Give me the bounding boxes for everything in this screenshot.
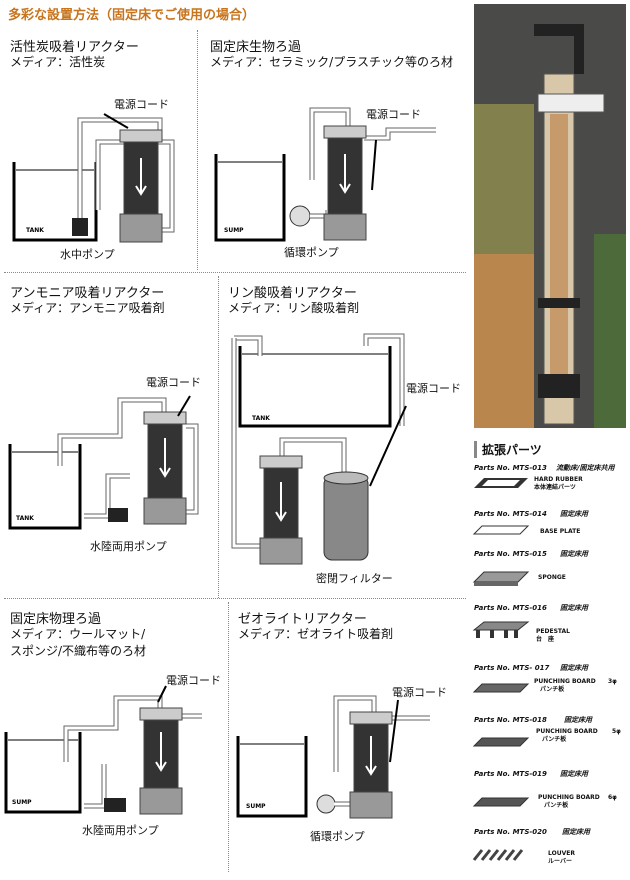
part-number: Parts No. MTS-015	[474, 550, 547, 558]
part-desc: SPONGE	[538, 574, 566, 581]
pump-label: 密閉フィルター	[316, 572, 393, 585]
panel-title: リン酸吸着リアクター	[228, 286, 357, 301]
panel-title: 固定床生物ろ過	[210, 40, 302, 55]
pump-label: 水陸両用ポンプ	[90, 540, 167, 553]
part-number: Parts No. MTS-013	[474, 464, 547, 472]
pump-label: 水中ポンプ	[60, 248, 115, 261]
part-desc: HARD RUBBER	[534, 476, 583, 483]
part-number: Parts No. MTS-018	[474, 716, 547, 724]
svg-text:SUMP: SUMP	[246, 803, 266, 810]
panel-media: メディア：セラミック/プラスチック等のろ材	[210, 55, 453, 69]
part-desc: PEDESTAL	[536, 628, 570, 635]
svg-text:TANK: TANK	[26, 227, 44, 234]
panel-physical-filter: 固定床物理ろ過 メディア：ウールマット/ スポンジ/不織布等のろ材 SUMP 電…	[0, 602, 226, 876]
divider	[228, 602, 229, 872]
page-title: 多彩な設置方法（固定床でご使用の場合）	[8, 8, 256, 23]
panel-activated-carbon: 活性炭吸着リアクター メディア：活性炭 TANK 電源コード 水中ポンプ	[0, 30, 196, 270]
part-number: Parts No. MTS-014	[474, 510, 547, 518]
divider	[218, 276, 219, 598]
power-cord-label: 電源コード	[166, 674, 221, 687]
panel-zeolite: ゼオライトリアクター メディア：ゼオライト吸着剤 SUMP 電源コード 循環ポン…	[230, 602, 468, 876]
punching-board-6-icon	[472, 797, 530, 807]
power-cord-label: 電源コード	[146, 376, 201, 389]
part-use: 固定床用	[560, 510, 588, 518]
divider	[197, 30, 198, 270]
part-desc-jp: 本体連結パーツ	[534, 484, 576, 491]
diagram-physical-filter: SUMP	[4, 685, 202, 815]
part-number: Parts No. MTS-019	[474, 770, 547, 778]
panel-ammonia: アンモニア吸着リアクター メディア：アンモニア吸着剤 TANK 電源コード 水陸…	[0, 276, 216, 596]
power-cord-label: 電源コード	[366, 108, 421, 121]
part-desc-jp: 台 座	[536, 636, 555, 643]
part-desc-jp: パンチ板	[540, 686, 565, 693]
diagram-bio-filter: SUMP	[214, 107, 436, 242]
part-desc-jp: ルーバー	[548, 858, 572, 865]
panel-title: 活性炭吸着リアクター	[10, 40, 139, 55]
panel-media: メディア：リン酸吸着剤	[228, 301, 360, 315]
diagram-activated-carbon: TANK	[12, 113, 175, 243]
panel-media: メディア：ゼオライト吸着剤	[238, 627, 394, 641]
part-use: 固定床用	[564, 716, 592, 724]
pedestal-icon	[472, 621, 530, 638]
panel-title: 固定床物理ろ過	[10, 612, 102, 627]
part-desc-jp: パンチ板	[542, 736, 567, 743]
svg-text:SUMP: SUMP	[12, 799, 32, 806]
part-use: 流動床/固定床共用	[556, 464, 615, 472]
part-use: 固定床用	[560, 664, 588, 672]
power-cord-label: 電源コード	[406, 382, 461, 395]
diagram-ammonia: TANK	[8, 395, 199, 530]
base-plate-icon	[472, 525, 530, 535]
pump-label: 循環ポンプ	[310, 830, 365, 843]
divider	[4, 598, 466, 599]
part-desc: PUNCHING BOARD	[534, 678, 596, 685]
part-use: 固定床用	[560, 550, 588, 558]
part-use: 固定床用	[560, 604, 588, 612]
svg-text:TANK: TANK	[252, 415, 270, 422]
panel-title: ゼオライトリアクター	[238, 612, 367, 627]
panel-media: メディア：活性炭	[10, 55, 106, 69]
part-size: 5φ	[612, 728, 621, 735]
svg-text:TANK: TANK	[16, 515, 34, 522]
power-cord-label: 電源コード	[392, 686, 447, 699]
divider	[4, 272, 466, 273]
part-number: Parts No. MTS-020	[474, 828, 547, 836]
aquarium-illustration	[474, 4, 626, 428]
parts-title: 拡張パーツ	[474, 441, 542, 458]
part-size: 3φ	[608, 678, 617, 685]
pump-label: 水陸両用ポンプ	[82, 824, 159, 837]
panel-title: アンモニア吸着リアクター	[10, 286, 165, 301]
part-size: 6φ	[608, 794, 617, 801]
part-desc: BASE PLATE	[540, 528, 581, 535]
diagram-phosphate: TANK	[231, 333, 407, 565]
part-desc: LOUVER	[548, 850, 575, 857]
part-use: 固定床用	[562, 828, 590, 836]
svg-text:SUMP: SUMP	[224, 227, 244, 234]
pump-label: 循環ポンプ	[284, 246, 339, 259]
part-use: 固定床用	[560, 770, 588, 778]
part-desc: PUNCHING BOARD	[538, 794, 600, 801]
panel-media: メディア：ウールマット/	[10, 627, 146, 641]
panel-phosphate: リン酸吸着リアクター メディア：リン酸吸着剤 TANK 電源コード 密閉フィルタ…	[220, 276, 468, 596]
diagram-zeolite: SUMP	[236, 695, 430, 819]
part-desc: PUNCHING BOARD	[536, 728, 598, 735]
sponge-icon	[472, 571, 530, 586]
punching-board-5-icon	[472, 737, 530, 747]
part-number: Parts No. MTS- 017	[474, 664, 550, 672]
louver-icon	[472, 849, 524, 861]
product-photo	[474, 4, 626, 428]
panel-media: メディア：アンモニア吸着剤	[10, 301, 165, 315]
hard-rubber-icon	[474, 478, 528, 488]
panel-media-line2: スポンジ/不織布等のろ材	[10, 644, 147, 658]
part-desc-jp: パンチ板	[544, 802, 569, 809]
punching-board-3-icon	[472, 683, 530, 693]
part-number: Parts No. MTS-016	[474, 604, 547, 612]
panel-bio-filter: 固定床生物ろ過 メディア：セラミック/プラスチック等のろ材 SUMP 電源コード…	[200, 30, 468, 270]
power-cord-label: 電源コード	[114, 98, 169, 111]
